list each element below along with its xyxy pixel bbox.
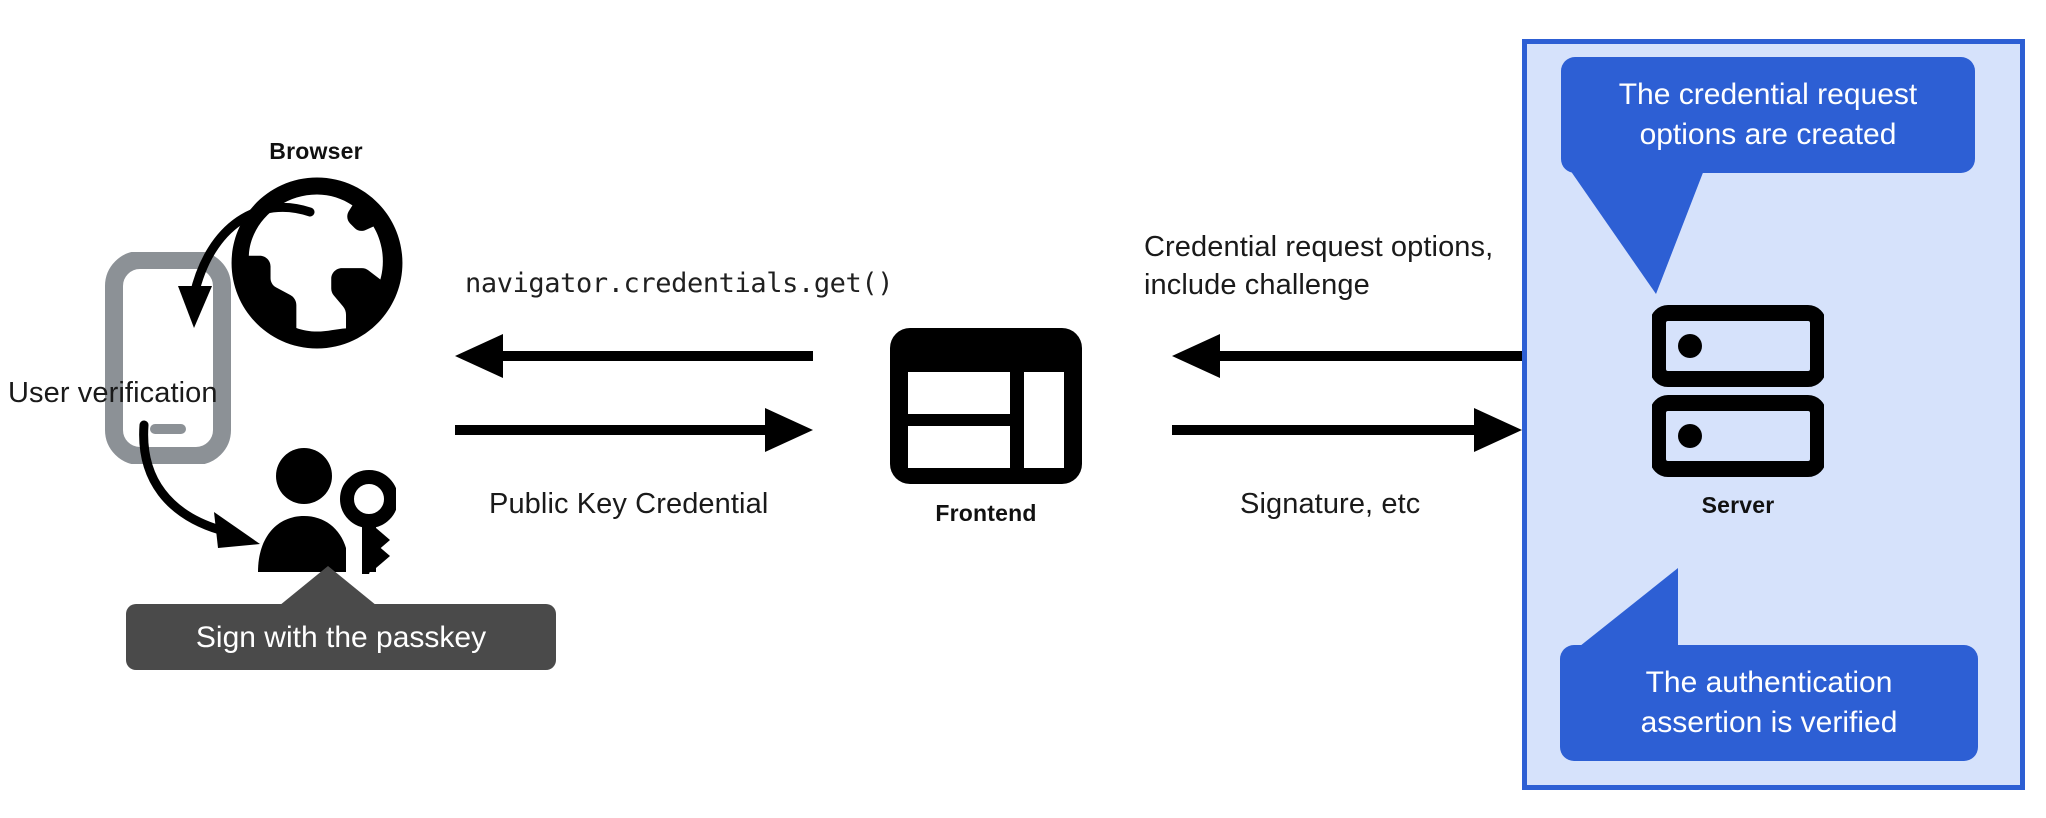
passkey-tooltip-label: Sign with the passkey (195, 620, 487, 654)
phone-to-user-curved-arrow (139, 420, 260, 548)
frontend-caption: Frontend (935, 500, 1037, 526)
arrow-server-to-frontend (1172, 334, 1522, 378)
arrow-frontend-to-server (1172, 408, 1522, 452)
server-caption: Server (1701, 492, 1775, 518)
passkey-tooltip: Sign with the passkey (126, 604, 556, 670)
globe-icon (228, 174, 406, 352)
top-callout-label: The credential request options are creat… (1618, 78, 1918, 151)
top-callout-tail (1570, 170, 1704, 294)
credential-request-options-label: Credential request options, include chal… (1144, 231, 1494, 302)
bottom-callout-tail (1570, 568, 1678, 654)
browser-caption: Browser (269, 138, 363, 164)
dashboard-icon (888, 326, 1084, 486)
arrow-frontend-to-browser (455, 334, 813, 378)
smartphone-icon (104, 251, 232, 465)
passkey-tooltip-tail (274, 566, 382, 610)
bottom-callout-label: The authentication assertion is verified (1640, 666, 1898, 739)
person-with-key-icon (250, 448, 398, 578)
public-key-credential-label: Public Key Credential (489, 488, 769, 520)
arrow-browser-to-frontend (455, 408, 813, 452)
signature-etc-label: Signature, etc (1240, 488, 1421, 520)
browser-to-phone-curved-arrow (178, 202, 315, 328)
server-rack-icon (1650, 305, 1826, 477)
user-verification-label: User verification (8, 377, 218, 409)
bottom-callout: The authentication assertion is verified (1560, 645, 1978, 761)
top-callout: The credential request options are creat… (1561, 57, 1975, 173)
navigator-get-label: navigator.credentials.get() (465, 268, 894, 299)
